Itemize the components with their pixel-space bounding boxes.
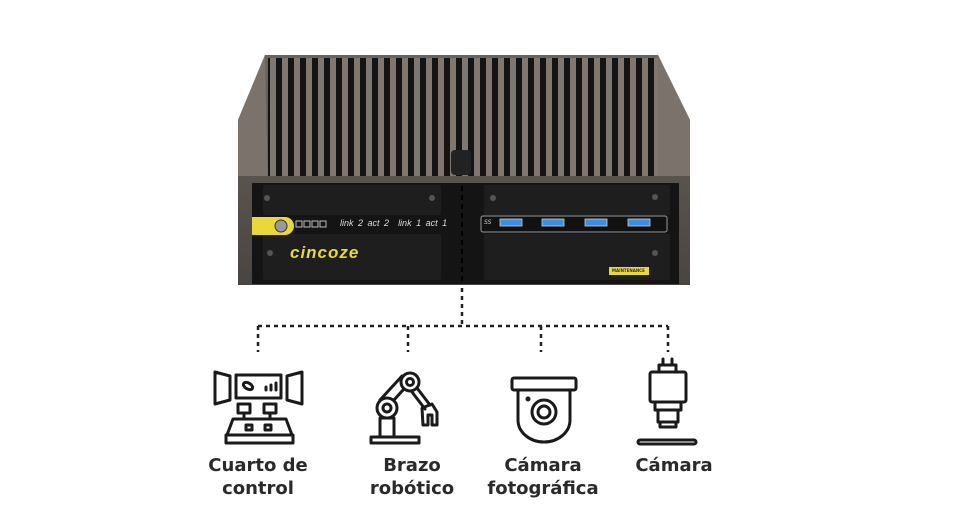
power-button[interactable]: [274, 219, 288, 233]
usb-ports[interactable]: [499, 218, 651, 227]
label-dome-camera: Cámara fotográfica: [458, 454, 628, 500]
brand-logo: cincoze: [290, 243, 360, 262]
label-industrial-camera: Cámara: [589, 454, 759, 477]
robotic-arm-icon: [369, 371, 439, 445]
label-line: Cámara: [504, 455, 582, 476]
embedded-computer: [238, 55, 690, 285]
led-label: link 2: [340, 218, 364, 228]
label-robotic-arm: Brazo robótico: [327, 454, 497, 500]
port-led-labels: link 2 act 2 link 1 act 1: [340, 218, 447, 228]
control-room-icon: [213, 370, 304, 445]
connection-lines: [256, 288, 670, 352]
label-control-room: Cuarto de control: [173, 454, 343, 500]
dome-camera-icon: [510, 376, 578, 444]
label-line: Cámara: [635, 455, 713, 476]
led-label: act 2: [367, 218, 390, 228]
maintenance-label: MAINTENANCE: [612, 268, 645, 273]
power-button-bezel: [252, 217, 294, 235]
led-label: act 1: [425, 218, 448, 228]
label-line: Brazo: [383, 455, 441, 476]
center-lock-slot: [451, 150, 471, 175]
industrial-camera-icon: [636, 357, 698, 446]
usb-label: SS: [484, 219, 492, 226]
label-line: fotográfica: [487, 478, 599, 499]
label-line: robótico: [369, 478, 455, 499]
maintenance-tag: [609, 267, 649, 275]
led-label: link 1: [398, 218, 422, 228]
label-line: control: [222, 478, 294, 499]
label-line: Cuarto de: [208, 455, 308, 476]
